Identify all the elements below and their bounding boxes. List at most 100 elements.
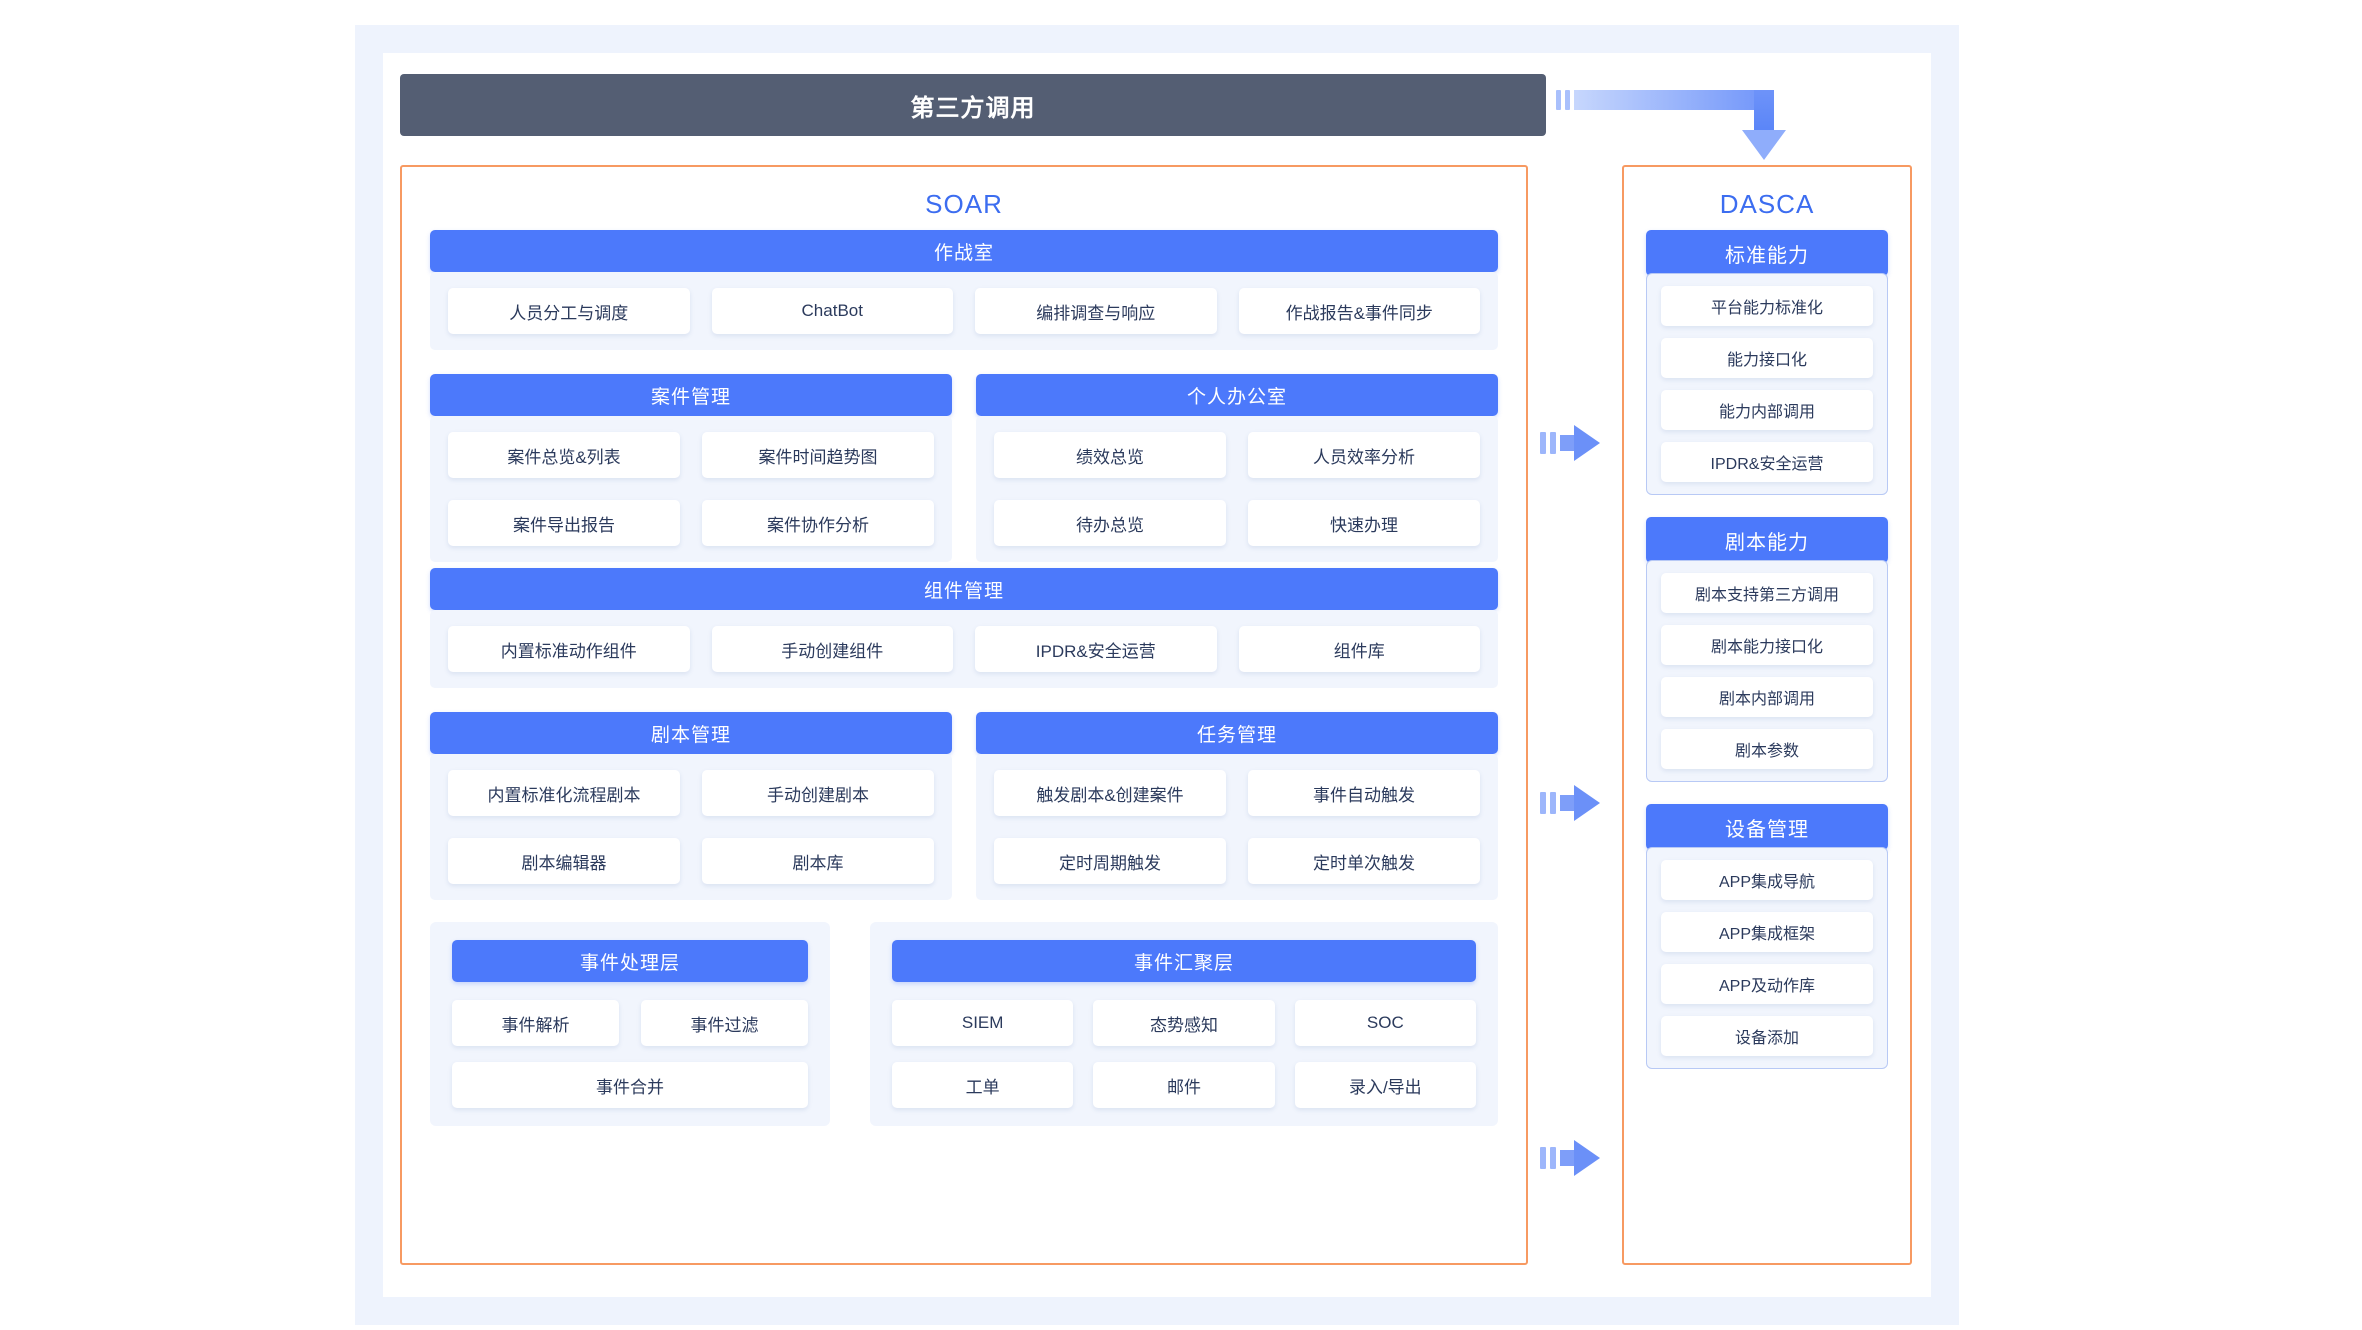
soar-pair-case-office: 案件管理案件总览&列表案件时间趋势图案件导出报告案件协作分析个人办公室绩效总览人… xyxy=(430,368,1498,562)
soar-layer-header-0: 事件处理层 xyxy=(452,940,808,982)
soar-2-item[interactable]: 待办总览 xyxy=(994,500,1226,546)
dasca-0-item[interactable]: 能力接口化 xyxy=(1661,338,1873,378)
soar-group-header-1: 案件管理 xyxy=(430,374,952,416)
soar-layer-1-item[interactable]: 录入/导出 xyxy=(1294,1062,1476,1108)
soar-item-grid: 绩效总览人员效率分析待办总览快速办理 xyxy=(994,432,1480,546)
soar-5-item[interactable]: 定时周期触发 xyxy=(994,838,1226,884)
soar-group-0: 作战室人员分工与调度 ChatBot 编排调查与响应作战报告&事件同步 xyxy=(430,230,1498,350)
connector-bar-1 xyxy=(1540,1147,1546,1169)
connector-arrow-right-1 xyxy=(1540,425,1602,461)
dasca-group-header-1: 剧本能力 xyxy=(1646,517,1888,563)
soar-5-item[interactable]: 定时单次触发 xyxy=(1248,838,1480,884)
soar-0-item[interactable]: 作战报告&事件同步 xyxy=(1238,288,1480,334)
soar-group-panel-1: 案件总览&列表案件时间趋势图案件导出报告案件协作分析 xyxy=(430,416,952,562)
soar-2-item[interactable]: 快速办理 xyxy=(1248,500,1480,546)
soar-layer-1-item[interactable]: SIEM xyxy=(892,1000,1074,1046)
soar-2-item[interactable]: 人员效率分析 xyxy=(1248,432,1480,478)
soar-3-item[interactable]: 内置标准动作组件 xyxy=(448,626,690,672)
soar-layer-1-item[interactable]: SOC xyxy=(1294,1000,1476,1046)
dasca-0-item[interactable]: 平台能力标准化 xyxy=(1661,286,1873,326)
dasca-1-item[interactable]: 剧本内部调用 xyxy=(1661,677,1873,717)
soar-5-item[interactable]: 触发剧本&创建案件 xyxy=(994,770,1226,816)
soar-5-item[interactable]: 事件自动触发 xyxy=(1248,770,1480,816)
soar-group-panel-4: 内置标准化流程剧本手动创建剧本剧本编辑器剧本库 xyxy=(430,754,952,900)
elbow-arrow-down-icon xyxy=(1556,88,1796,160)
soar-layer-1-item[interactable]: 工单 xyxy=(892,1062,1074,1108)
third-party-call-label: 第三方调用 xyxy=(910,94,1036,122)
soar-group-header-3: 组件管理 xyxy=(430,568,1498,610)
soar-4-item[interactable]: 手动创建剧本 xyxy=(702,770,934,816)
soar-3-item[interactable]: IPDR&安全运营 xyxy=(975,626,1217,672)
dasca-2-item[interactable]: 设备添加 xyxy=(1661,1016,1873,1056)
soar-2-item[interactable]: 绩效总览 xyxy=(994,432,1226,478)
soar-4-item[interactable]: 剧本库 xyxy=(702,838,934,884)
soar-pair-playbook-task: 剧本管理内置标准化流程剧本手动创建剧本剧本编辑器剧本库任务管理触发剧本&创建案件… xyxy=(430,706,1498,900)
soar-layer-row: 事件解析事件过滤 xyxy=(452,1000,808,1046)
soar-item-grid: 人员分工与调度 ChatBot 编排调查与响应作战报告&事件同步 xyxy=(448,288,1480,334)
connector-bar-2 xyxy=(1550,432,1556,454)
soar-layer-1-item[interactable]: 邮件 xyxy=(1093,1062,1275,1108)
soar-group-1: 案件管理案件总览&列表案件时间趋势图案件导出报告案件协作分析 xyxy=(430,374,952,562)
soar-layer-0-item[interactable]: 事件合并 xyxy=(452,1062,808,1108)
dasca-title: DASCA xyxy=(1719,189,1815,219)
connector-head xyxy=(1574,425,1600,461)
connector-bar-1 xyxy=(1540,432,1546,454)
dasca-group-panel-0: 平台能力标准化能力接口化能力内部调用 IPDR&安全运营 xyxy=(1646,273,1888,495)
connector-arrow-right-3 xyxy=(1540,1140,1602,1176)
soar-0-item[interactable]: ChatBot xyxy=(711,288,953,334)
soar-group-panel-5: 触发剧本&创建案件事件自动触发定时周期触发定时单次触发 xyxy=(976,754,1498,900)
soar-1-item[interactable]: 案件协作分析 xyxy=(702,500,934,546)
third-party-call-bar: 第三方调用 xyxy=(400,74,1546,136)
soar-3-item[interactable]: 手动创建组件 xyxy=(711,626,953,672)
dasca-group-header-0: 标准能力 xyxy=(1646,230,1888,276)
dasca-group-panel-1: 剧本支持第三方调用剧本能力接口化剧本内部调用剧本参数 xyxy=(1646,560,1888,782)
soar-group-5: 任务管理触发剧本&创建案件事件自动触发定时周期触发定时单次触发 xyxy=(976,712,1498,900)
dasca-2-item[interactable]: APP集成导航 xyxy=(1661,860,1873,900)
dasca-group-0: 标准能力平台能力标准化能力接口化能力内部调用 IPDR&安全运营 xyxy=(1646,230,1888,495)
soar-group-header-0: 作战室 xyxy=(430,230,1498,272)
soar-item-grid: 触发剧本&创建案件事件自动触发定时周期触发定时单次触发 xyxy=(994,770,1480,884)
dasca-1-item[interactable]: 剧本能力接口化 xyxy=(1661,625,1873,665)
soar-group-panel-2: 绩效总览人员效率分析待办总览快速办理 xyxy=(976,416,1498,562)
connector-bar-2 xyxy=(1550,792,1556,814)
dasca-0-item[interactable]: IPDR&安全运营 xyxy=(1661,442,1873,482)
soar-1-item[interactable]: 案件总览&列表 xyxy=(448,432,680,478)
soar-layer-row: SIEM 态势感知 SOC xyxy=(892,1000,1476,1046)
soar-layer-row: 事件合并 xyxy=(452,1062,808,1108)
elbow-tick-2 xyxy=(1565,90,1570,110)
elbow-tick-1 xyxy=(1556,90,1561,110)
soar-3-item[interactable]: 组件库 xyxy=(1238,626,1480,672)
connector-bar-2 xyxy=(1550,1147,1556,1169)
dasca-0-item[interactable]: 能力内部调用 xyxy=(1661,390,1873,430)
elbow-vertical-segment xyxy=(1754,90,1774,132)
soar-group-3: 组件管理内置标准动作组件手动创建组件 IPDR&安全运营组件库 xyxy=(430,568,1498,688)
dasca-2-item[interactable]: APP及动作库 xyxy=(1661,964,1873,1004)
soar-1-item[interactable]: 案件时间趋势图 xyxy=(702,432,934,478)
soar-0-item[interactable]: 人员分工与调度 xyxy=(448,288,690,334)
connector-head xyxy=(1574,785,1600,821)
soar-layer-0-item[interactable]: 事件解析 xyxy=(452,1000,619,1046)
dasca-group-1: 剧本能力剧本支持第三方调用剧本能力接口化剧本内部调用剧本参数 xyxy=(1646,517,1888,782)
connector-arrow-right-2 xyxy=(1540,785,1602,821)
dasca-group-header-2: 设备管理 xyxy=(1646,804,1888,850)
soar-4-item[interactable]: 内置标准化流程剧本 xyxy=(448,770,680,816)
dasca-1-item[interactable]: 剧本支持第三方调用 xyxy=(1661,573,1873,613)
dasca-2-item[interactable]: APP集成框架 xyxy=(1661,912,1873,952)
connector-shaft xyxy=(1560,435,1576,451)
soar-4-item[interactable]: 剧本编辑器 xyxy=(448,838,680,884)
soar-layer-1-item[interactable]: 态势感知 xyxy=(1093,1000,1275,1046)
soar-group-4: 剧本管理内置标准化流程剧本手动创建剧本剧本编辑器剧本库 xyxy=(430,712,952,900)
connector-shaft xyxy=(1560,795,1576,811)
soar-layer-0-item[interactable]: 事件过滤 xyxy=(641,1000,808,1046)
dasca-1-item[interactable]: 剧本参数 xyxy=(1661,729,1873,769)
soar-group-header-5: 任务管理 xyxy=(976,712,1498,754)
soar-0-item[interactable]: 编排调查与响应 xyxy=(975,288,1217,334)
connector-head xyxy=(1574,1140,1600,1176)
soar-1-item[interactable]: 案件导出报告 xyxy=(448,500,680,546)
soar-group-header-2: 个人办公室 xyxy=(976,374,1498,416)
